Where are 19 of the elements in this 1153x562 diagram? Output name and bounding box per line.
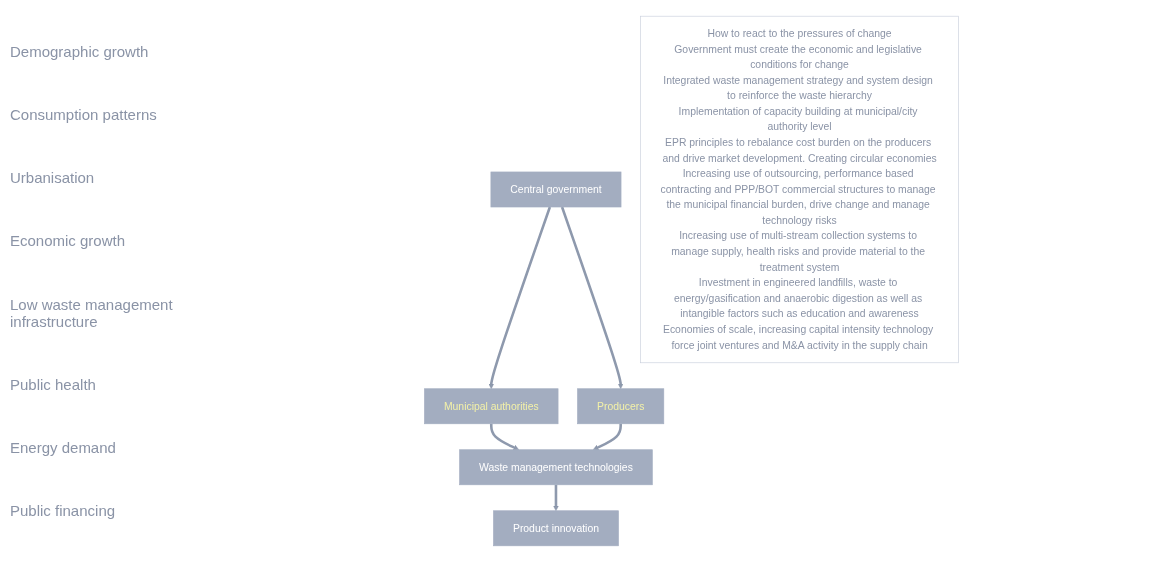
pressure-label: Economic growth — [10, 232, 127, 250]
arrow — [489, 423, 520, 451]
node-box: How to react to the pressures of change Government must create the economic and legislative conditions for change Integrated waste management strategy and system design to reinforce the waste hierarchy Implementation of capacity building at municipal/city authority level EPR principles to rebalance cost burden on the producers and drive market development. Creating circular economies Increasing use of outsourcing, performance based contracting and PPP/BOT commercial structures to manage the municipal financial burden, drive change and manage technology risks Increasing use of multi-stream collection systems to manage supply, health risks and provide material to the treatment system Investment in engineered landfills, waste to energy/gasification and anaerobic digestion as well as intangible factors such as education and awareness Economies of scale, increasing capital intensity technology force joint ventures and M&A activity in the supply chain — [640, 15, 959, 364]
pressure-label: Public financing — [10, 501, 117, 519]
node-box: Producers — [577, 388, 665, 425]
node-box: Central government — [490, 171, 622, 208]
pressure-label: Demographic growth — [10, 43, 150, 61]
node-box: Product innovation — [493, 510, 619, 547]
pressure-label: Public health — [10, 375, 97, 393]
arrow — [488, 206, 552, 389]
node-box: Waste management technologies — [459, 449, 653, 486]
arrow — [592, 423, 622, 451]
arrow — [553, 484, 559, 511]
pressure-label: Consumption patterns — [10, 106, 158, 124]
pressure-label: Urbanisation — [10, 169, 96, 187]
node-box: Municipal authorities — [424, 388, 559, 425]
arrow — [560, 206, 624, 389]
pressure-label: Energy demand — [10, 438, 117, 456]
pressure-label: Low waste management infrastructure — [10, 295, 174, 330]
